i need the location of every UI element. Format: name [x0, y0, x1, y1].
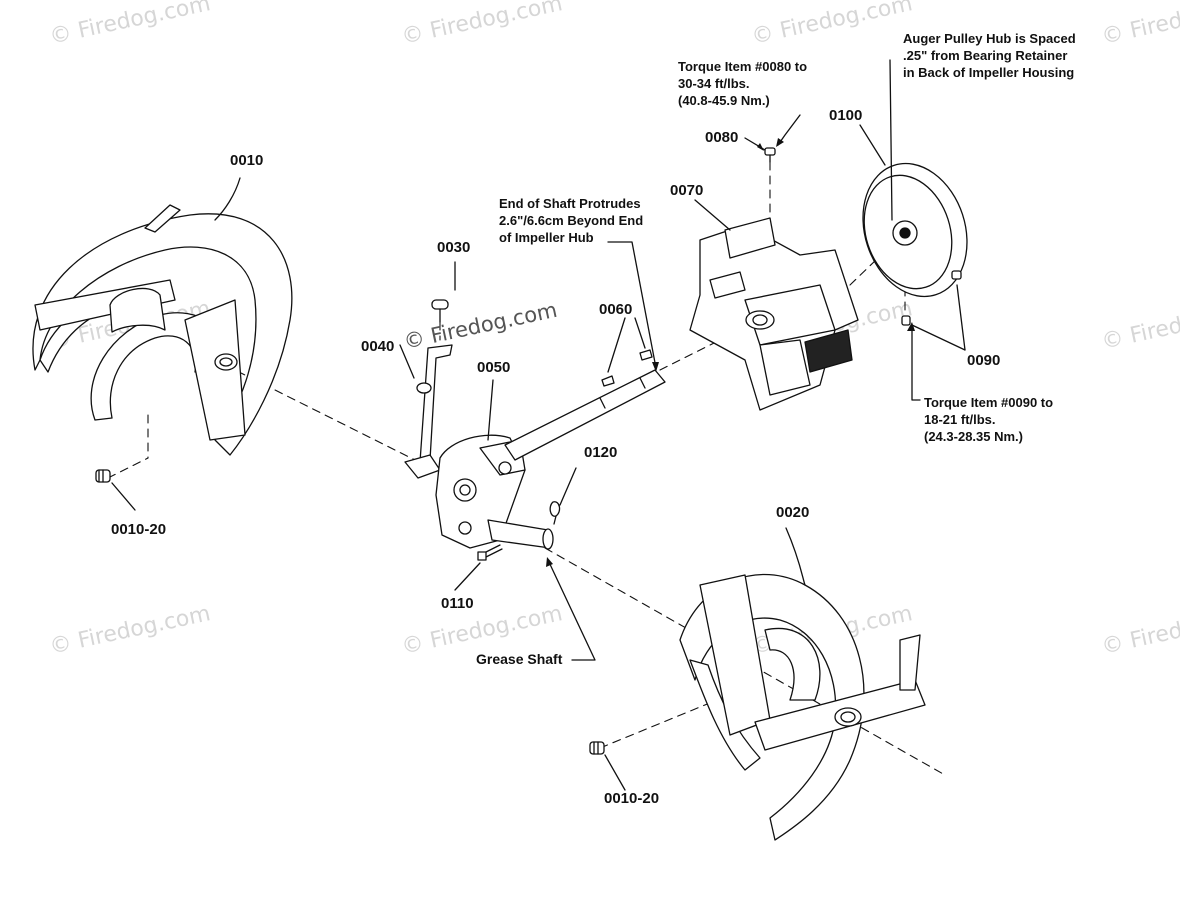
auger-left [32, 204, 293, 456]
auger-pulley [862, 162, 968, 298]
leader-lines [111, 59, 966, 791]
part-label-0090: 0090 [967, 352, 1001, 369]
bolt-0080 [764, 147, 776, 163]
grease-shaft-note: Grease Shaft [476, 651, 563, 667]
part-label-0060: 0060 [599, 301, 633, 318]
part-label-0010: 0010 [230, 152, 264, 169]
part-label-0040: 0040 [361, 338, 395, 355]
part-label-0050: 0050 [477, 359, 511, 376]
part-label-0100: 0100 [829, 107, 863, 124]
part-label-0020: 0020 [776, 504, 810, 521]
torque-note-0080: Torque Item #0080 to 30-34 ft/lbs. (40.8… [678, 59, 808, 108]
auger-right [679, 573, 926, 841]
shaft-end-note: End of Shaft Protrudes 2.6"/6.6cm Beyond… [499, 196, 644, 245]
torque-note-0090: Torque Item #0090 to 18-21 ft/lbs. (24.3… [924, 395, 1054, 444]
part-label-0010-20: 0010-20 [111, 521, 167, 538]
part-label-0080: 0080 [705, 129, 739, 146]
part-label-0030: 0030 [437, 239, 471, 256]
part-label-0120: 0120 [584, 444, 618, 461]
impeller-housing [689, 217, 859, 411]
bolt-0090 [901, 270, 962, 326]
grease-fitting-right [589, 741, 605, 755]
auger-pulley-note: Auger Pulley Hub is Spaced .25" from Bea… [903, 31, 1076, 80]
keys [601, 349, 653, 387]
part-label-0010-20: 0010-20 [604, 790, 660, 807]
pin-0120 [549, 501, 561, 525]
drive-shaft [504, 369, 666, 461]
arrowheads [546, 138, 915, 567]
bolt-0110 [477, 544, 503, 561]
gearbox [404, 434, 554, 550]
grease-fitting-left [95, 469, 111, 483]
part-label-0070: 0070 [670, 182, 704, 199]
part-label-0110: 0110 [441, 595, 474, 612]
